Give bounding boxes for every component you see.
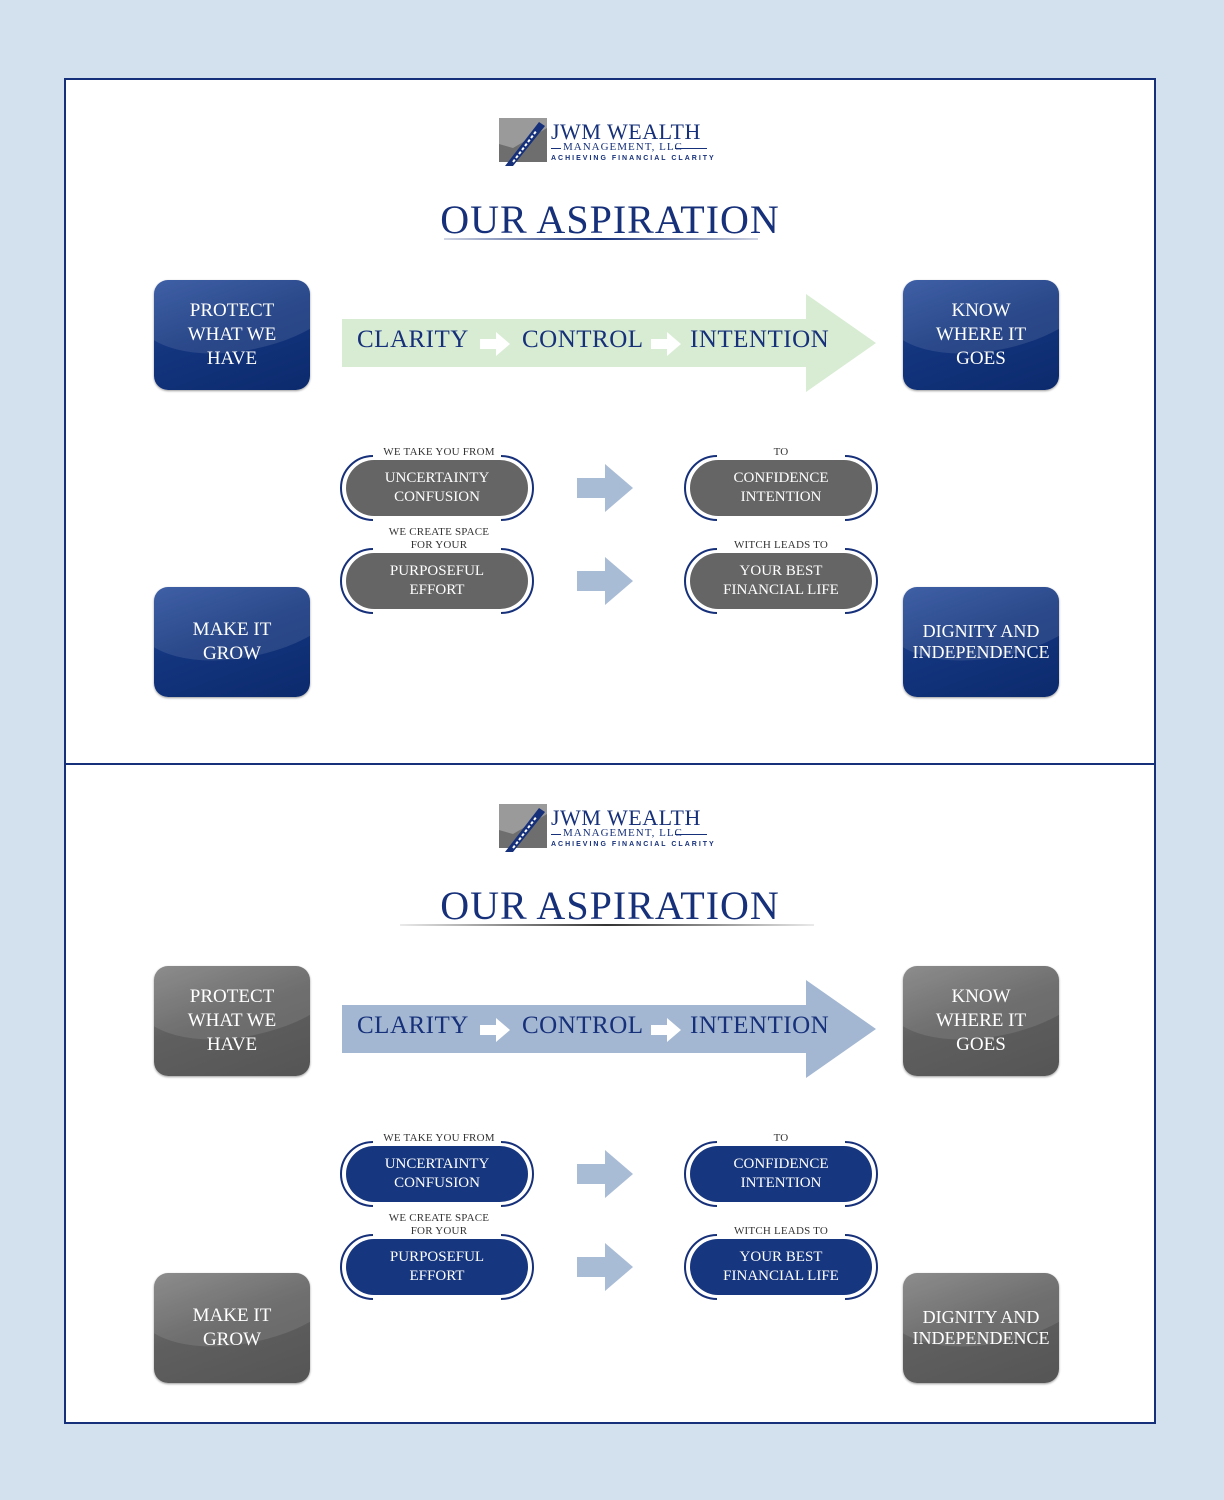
box-protect-what-we-have: PROTECT WHAT WE HAVE [154, 280, 310, 390]
right-arrow-icon [577, 1150, 633, 1198]
pill-best-label: YOUR BEST FINANCIAL LIFE [690, 553, 872, 609]
logo-tagline: ACHIEVING FINANCIAL CLARITY [551, 155, 716, 162]
pill-uncertainty-label: UNCERTAINTY CONFUSION [346, 1146, 528, 1202]
box-dignity-label: DIGNITY AND INDEPENDENCE [912, 1307, 1050, 1348]
page-title: OUR ASPIRATION [440, 197, 780, 242]
logo-subtitle: MANAGEMENT, LLC [563, 141, 683, 153]
pill-bracket-icon [340, 455, 534, 521]
box-dignity-label: DIGNITY AND INDEPENDENCE [912, 621, 1050, 662]
pill-bracket-icon [340, 1234, 534, 1300]
pill-best-financial-life: YOUR BEST FINANCIAL LIFE [683, 1233, 879, 1301]
company-logo: JWM WEALTH MANAGEMENT, LLC ACHIEVING FIN… [499, 804, 719, 852]
flow-step-intention: INTENTION [690, 1012, 830, 1039]
panel-divider [66, 763, 1154, 765]
box-protect-what-we-have: PROTECT WHAT WE HAVE [154, 966, 310, 1076]
caption-from: WE TAKE YOU FROM [383, 1132, 495, 1144]
pill-effort-label: PURPOSEFUL EFFORT [346, 553, 528, 609]
pill-bracket-icon [684, 1141, 878, 1207]
box-know-where-it-goes: KNOW WHERE IT GOES [903, 280, 1059, 390]
caption-to: TO [773, 1132, 789, 1144]
pill-confidence: CONFIDENCE INTENTION [683, 454, 879, 522]
pill-effort: PURPOSEFUL EFFORT [339, 547, 535, 615]
title-underline [400, 924, 814, 926]
flow-step-clarity: CLARITY [357, 1012, 469, 1039]
logo-tagline: ACHIEVING FINANCIAL CLARITY [551, 841, 716, 848]
title-underline [444, 238, 758, 240]
pill-confidence-label: CONFIDENCE INTENTION [690, 1146, 872, 1202]
caption-leads: WITCH LEADS TO [733, 1225, 829, 1237]
panel-version-2: JWM WEALTH MANAGEMENT, LLC ACHIEVING FIN… [66, 766, 1154, 1446]
pill-effort: PURPOSEFUL EFFORT [339, 1233, 535, 1301]
box-know-label: KNOW WHERE IT GOES [935, 300, 1027, 369]
pill-effort-label: PURPOSEFUL EFFORT [346, 1239, 528, 1295]
caption-from: WE TAKE YOU FROM [383, 446, 495, 458]
box-grow-label: MAKE IT GROW [192, 619, 272, 664]
caption-space: WE CREATE SPACE FOR YOUR [388, 526, 490, 551]
box-know-where-it-goes: KNOW WHERE IT GOES [903, 966, 1059, 1076]
box-dignity-and-independence: DIGNITY AND INDEPENDENCE [903, 1273, 1059, 1383]
logo-name: JWM WEALTH [551, 119, 701, 144]
pill-uncertainty: UNCERTAINTY CONFUSION [339, 1140, 535, 1208]
pill-uncertainty: UNCERTAINTY CONFUSION [339, 454, 535, 522]
logo-subtitle: MANAGEMENT, LLC [563, 827, 683, 839]
box-protect-label: PROTECT WHAT WE HAVE [187, 986, 277, 1055]
flow-step-clarity: CLARITY [357, 326, 469, 353]
box-make-it-grow: MAKE IT GROW [154, 1273, 310, 1383]
pill-bracket-icon [340, 1141, 534, 1207]
caption-leads: WITCH LEADS TO [733, 539, 829, 551]
right-arrow-icon [577, 557, 633, 605]
box-know-label: KNOW WHERE IT GOES [935, 986, 1027, 1055]
caption-space: WE CREATE SPACE FOR YOUR [388, 1212, 490, 1237]
flow-step-control: CONTROL [522, 326, 644, 353]
pill-best-financial-life: YOUR BEST FINANCIAL LIFE [683, 547, 879, 615]
logo-mark-icon [499, 804, 547, 852]
pill-bracket-icon [684, 455, 878, 521]
caption-to: TO [773, 446, 789, 458]
panel-version-1: JWM WEALTH MANAGEMENT, LLC ACHIEVING FIN… [66, 80, 1154, 760]
pill-best-label: YOUR BEST FINANCIAL LIFE [690, 1239, 872, 1295]
flow-arrow-icon [651, 1018, 681, 1042]
pill-bracket-icon [340, 548, 534, 614]
pill-confidence: CONFIDENCE INTENTION [683, 1140, 879, 1208]
pill-bracket-icon [684, 548, 878, 614]
right-arrow-icon [577, 464, 633, 512]
box-grow-label: MAKE IT GROW [192, 1305, 272, 1350]
flow-big-arrow-icon [342, 980, 876, 1078]
company-logo: JWM WEALTH MANAGEMENT, LLC ACHIEVING FIN… [499, 118, 719, 166]
flow-arrow-icon [651, 332, 681, 356]
pill-uncertainty-label: UNCERTAINTY CONFUSION [346, 460, 528, 516]
flow-arrow-icon [480, 332, 510, 356]
page-title: OUR ASPIRATION [440, 883, 780, 928]
flow-arrow-icon [480, 1018, 510, 1042]
right-arrow-icon [577, 1243, 633, 1291]
box-protect-label: PROTECT WHAT WE HAVE [187, 300, 277, 369]
box-make-it-grow: MAKE IT GROW [154, 587, 310, 697]
pill-confidence-label: CONFIDENCE INTENTION [690, 460, 872, 516]
logo-name: JWM WEALTH [551, 805, 701, 830]
flow-step-control: CONTROL [522, 1012, 644, 1039]
box-dignity-and-independence: DIGNITY AND INDEPENDENCE [903, 587, 1059, 697]
pill-bracket-icon [684, 1234, 878, 1300]
poster-frame: JWM WEALTH MANAGEMENT, LLC ACHIEVING FIN… [64, 78, 1156, 1424]
flow-step-intention: INTENTION [690, 326, 830, 353]
flow-big-arrow-icon [342, 294, 876, 392]
logo-mark-icon [499, 118, 547, 166]
